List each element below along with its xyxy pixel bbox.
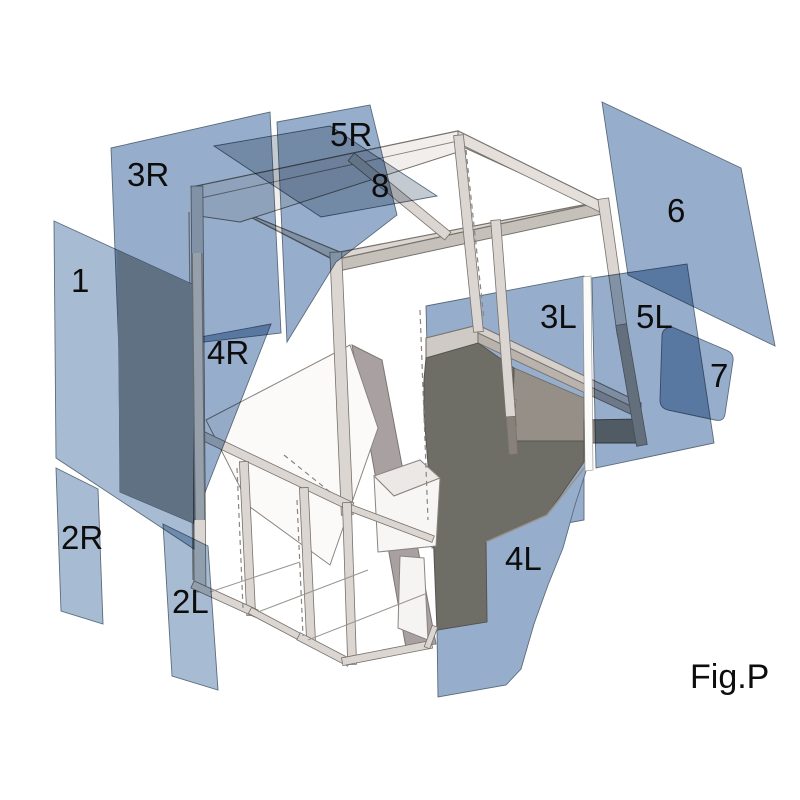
svg-text:2R: 2R [61, 519, 103, 556]
svg-text:2L: 2L [172, 583, 209, 620]
svg-text:8: 8 [371, 167, 389, 204]
svg-text:6: 6 [667, 192, 685, 229]
svg-text:Fig.P: Fig.P [690, 658, 769, 696]
svg-text:4R: 4R [207, 334, 249, 371]
svg-text:4L: 4L [505, 540, 542, 577]
svg-text:5L: 5L [636, 298, 673, 335]
svg-text:3R: 3R [127, 156, 169, 193]
svg-text:5R: 5R [330, 116, 372, 153]
svg-text:7: 7 [710, 357, 728, 394]
svg-text:1: 1 [71, 262, 89, 299]
svg-text:3L: 3L [540, 298, 577, 335]
